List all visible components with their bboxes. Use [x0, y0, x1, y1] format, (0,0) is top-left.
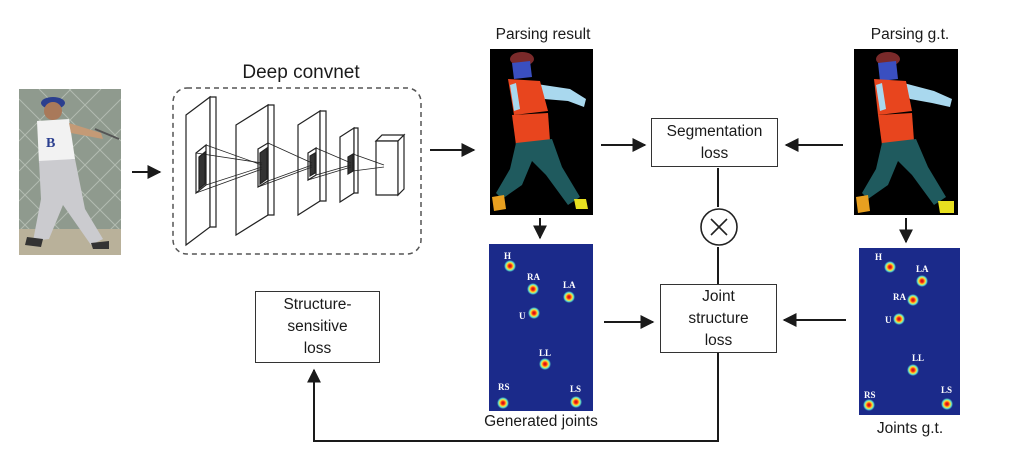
gen-blob-rs — [497, 397, 509, 409]
gen-blob-ls — [570, 396, 582, 408]
multiply-operator — [699, 207, 739, 247]
gen-label-la: LA — [563, 280, 576, 290]
parsing-gt-title: Parsing g.t. — [870, 26, 950, 43]
gt-label-u: U — [885, 315, 892, 325]
gen-blob-u — [528, 307, 540, 319]
parsing-result-title: Parsing result — [495, 26, 591, 43]
convnet-layers — [185, 95, 406, 247]
gen-background — [489, 244, 593, 411]
gt-blob-u — [893, 313, 905, 325]
parsing-gt-image — [854, 49, 958, 215]
convnet-container — [172, 87, 422, 255]
gen-blob-h — [504, 260, 516, 272]
parsing-result-image — [490, 49, 593, 215]
gt-label-ls: LS — [941, 385, 952, 395]
gen-label-h: H — [504, 251, 511, 261]
gen-label-ll: LL — [539, 348, 551, 358]
gen-svg: H RA LA U LL RS LS — [489, 244, 593, 411]
multiply-circle-icon — [700, 208, 738, 246]
gt-blob-ra — [907, 294, 919, 306]
gt-label-ll: LL — [912, 353, 924, 363]
gt-blob-h — [884, 261, 896, 273]
generated-joints-title: Generated joints — [484, 413, 598, 430]
gen-label-ls: LS — [570, 384, 581, 394]
gt-background — [859, 248, 960, 415]
generated-joints-heatmap: H RA LA U LL RS LS — [489, 244, 593, 411]
gt-blob-la — [916, 275, 928, 287]
gt-label-h: H — [875, 252, 882, 262]
deep-convnet-title: Deep convnet — [242, 62, 360, 83]
gt-blob-ls — [941, 398, 953, 410]
gt-svg: H LA RA U LL RS LS — [859, 248, 960, 415]
gen-label-ra: RA — [527, 272, 540, 282]
joints-gt-title: Joints g.t. — [876, 420, 944, 437]
structure-sensitive-loss-box: Structure- sensitive loss — [255, 291, 380, 363]
gen-blob-ll — [539, 358, 551, 370]
gt-label-la: LA — [916, 264, 929, 274]
gen-blob-la — [563, 291, 575, 303]
svg-text:B: B — [46, 136, 55, 151]
gen-label-rs: RS — [498, 382, 510, 392]
segmentation-loss-box: Segmentation loss — [651, 118, 778, 167]
gt-label-rs: RS — [864, 390, 876, 400]
gt-blob-rs — [863, 399, 875, 411]
gen-label-u: U — [519, 311, 526, 321]
arrow-jointloss-to-structure-loss — [307, 353, 719, 442]
gt-blob-ll — [907, 364, 919, 376]
joint-structure-loss-box: Joint structure loss — [660, 284, 777, 353]
gt-label-ra: RA — [893, 292, 906, 302]
gen-blob-ra — [527, 283, 539, 295]
joints-gt-heatmap: H LA RA U LL RS LS — [859, 248, 960, 415]
input-photo: B — [19, 89, 121, 255]
